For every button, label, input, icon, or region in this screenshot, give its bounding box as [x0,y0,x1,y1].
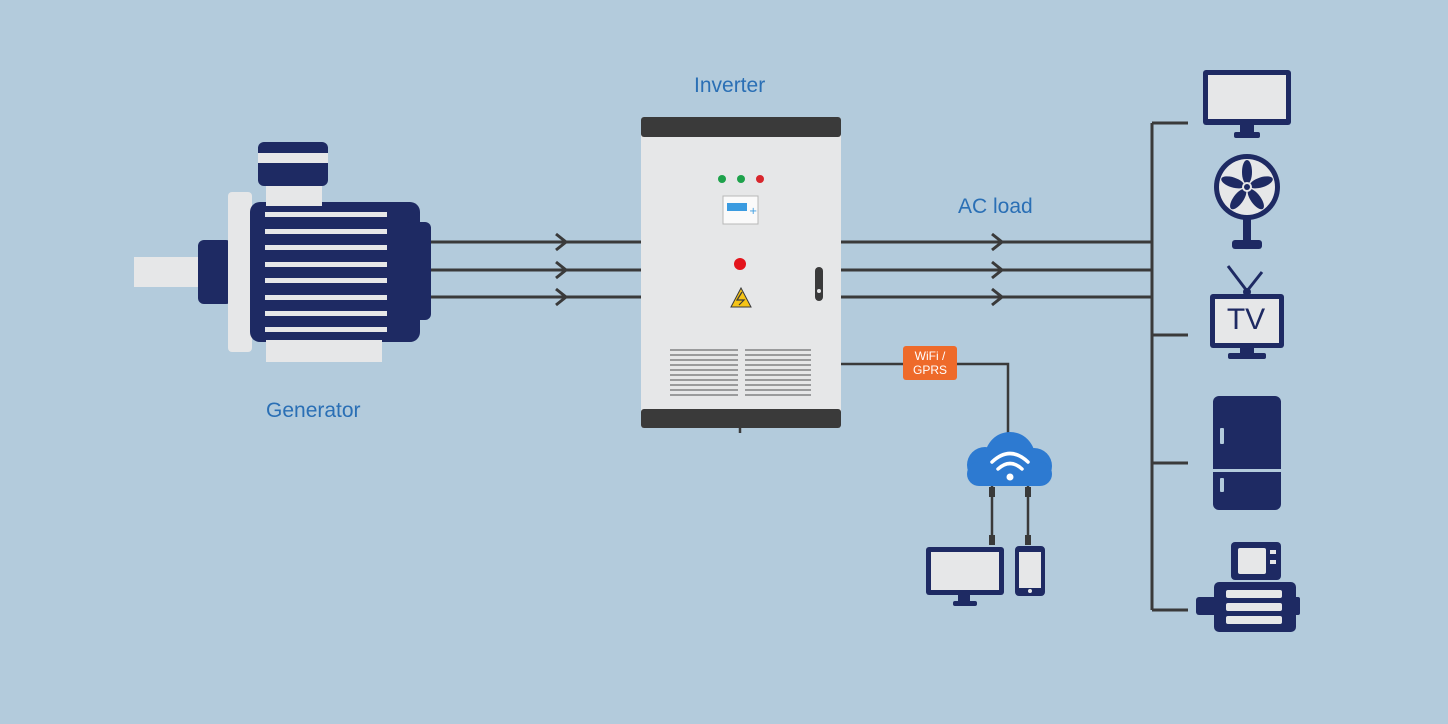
fan-icon [1214,154,1280,249]
input-wires [430,232,642,307]
generator-icon [134,142,431,362]
cloud-wifi-icon [967,432,1052,545]
desktop-monitor-icon [926,547,1004,606]
tv-icon [1210,265,1284,359]
machine-icon [1196,542,1300,632]
smartphone-icon [1015,546,1045,596]
inverter-label: Inverter [694,74,766,97]
output-wires [840,232,1152,307]
load-bus [1150,121,1188,612]
monitor-icon [1203,70,1291,138]
inverter-cabinet-icon: + [641,117,841,428]
wifi-badge-line2: GPRS [912,363,947,377]
refrigerator-icon [1213,396,1281,510]
wifi-badge-line1: WiFi / [914,349,946,363]
wifi-gprs-badge: WiFi / GPRS [903,346,957,380]
tv-screen-text: TV [1226,303,1266,336]
generator-label: Generator [266,399,361,422]
ac-load-label: AC load [958,195,1033,218]
svg-text:+: + [749,206,757,217]
